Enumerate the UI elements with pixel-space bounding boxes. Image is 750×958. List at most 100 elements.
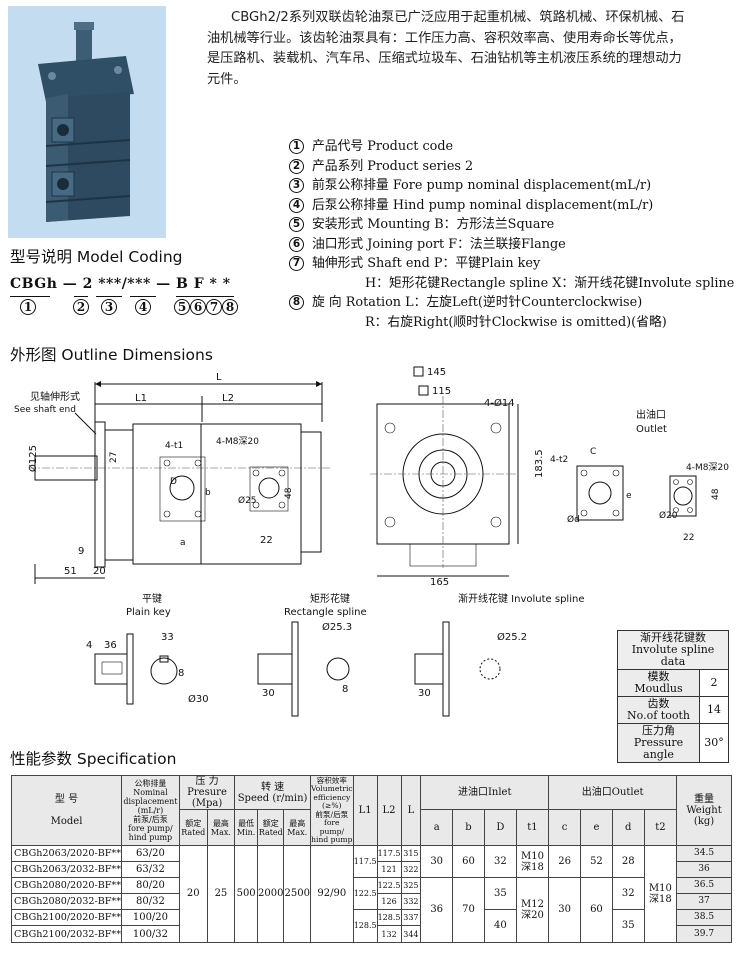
svg-text:b: b (205, 488, 211, 498)
svg-text:Ø20: Ø20 (659, 510, 678, 521)
svg-text:a: a (180, 538, 186, 548)
outline-title: 外形图 Outline Dimensions (10, 346, 213, 364)
svg-text:51: 51 (64, 566, 77, 577)
code-row: H：矩形花键Rectangle spline X：渐开线花键Involute s… (365, 275, 735, 291)
h-rated2: 额定 Rated (257, 809, 285, 846)
h-inlet: 进油口Inlet (420, 775, 550, 810)
intro-line-2: 油机械等行业。该齿轮油泵具有：工作压力高、容积效率高、使用寿命长等优点， (207, 30, 682, 46)
svg-text:C: C (590, 447, 596, 457)
code-num-3: 3 (101, 299, 117, 315)
svg-text:Plain key: Plain key (126, 607, 171, 618)
svg-text:183.5: 183.5 (534, 449, 545, 478)
svg-text:48: 48 (711, 488, 721, 500)
svg-text:30: 30 (418, 688, 431, 699)
svg-text:33: 33 (161, 632, 174, 643)
h-max2: 最高 Max. (283, 809, 311, 846)
svg-text:D: D (170, 477, 177, 487)
svg-text:Ød: Ød (567, 514, 580, 525)
svg-text:9: 9 (78, 546, 84, 557)
svg-text:Ø30: Ø30 (188, 693, 209, 705)
svg-text:Outlet: Outlet (636, 424, 667, 435)
inv-row-value: 30° (699, 723, 729, 763)
h-min: 最低 Min. (234, 809, 259, 846)
spec-title: 性能参数 Specification (10, 750, 177, 768)
svg-text:L1: L1 (135, 393, 147, 404)
svg-text:Ø125: Ø125 (27, 445, 39, 472)
inv-row-value: 2 (699, 669, 729, 697)
intro-line-3: 是压路机、装载机、汽车吊、压缩式垃圾车、石油钻机等主机液压系统的理想动力 (207, 51, 682, 66)
h-max: 最高 Max. (206, 809, 236, 846)
svg-text:4: 4 (86, 640, 92, 651)
front-view-drawing: 165 145 115 4-Ø14 183.5 (370, 366, 545, 588)
svg-text:22: 22 (260, 535, 273, 546)
svg-text:4-t1: 4-t1 (165, 441, 183, 451)
svg-text:20: 20 (93, 566, 106, 577)
svg-text:22: 22 (683, 533, 694, 543)
svg-text:见轴伸形式: 见轴伸形式 (30, 390, 80, 403)
svg-text:8: 8 (342, 684, 348, 695)
model-code-numbers: 1 2 3 4 5 6 7 8 (10, 296, 250, 319)
code-num-6: 6 (190, 299, 206, 315)
svg-text:Rectangle spline: Rectangle spline (284, 607, 367, 618)
h-L: L (400, 775, 422, 846)
outlet-drawing: 出油口 Outlet 4-t2 C e Ød 4-M8深20 Ø20 48 22 (550, 408, 729, 543)
h-rated: 额定 Rated (178, 809, 208, 846)
side-view-drawing: L L1 L2 见轴伸形式 See shaft end 4-t1 4-M8深20… (14, 372, 330, 584)
model-code-pattern: CBGh — 2 ***/*** — B F * * (10, 276, 231, 292)
plain-key-drawing: 平键 Plain key 4 36 33 8 Ø30 (86, 592, 209, 705)
svg-text:L: L (216, 372, 222, 383)
involute-spline-drawing: 渐开线花键 Involute spline Ø25.2 30 (414, 592, 584, 717)
svg-text:30: 30 (262, 688, 275, 699)
code-num-1: 1 (20, 299, 36, 315)
rectangle-spline-drawing: 矩形花键 Rectangle spline Ø25.3 30 8 (257, 592, 367, 717)
svg-text:Ø25: Ø25 (238, 495, 257, 506)
outline-drawings: L L1 L2 见轴伸形式 See shaft end 4-t1 4-M8深20… (14, 366, 729, 588)
svg-text:平键: 平键 (142, 592, 162, 605)
svg-text:48: 48 (284, 487, 294, 499)
svg-text:4-Ø14: 4-Ø14 (484, 397, 515, 409)
svg-text:Ø25.3: Ø25.3 (322, 621, 352, 633)
code-num-5: 5 (174, 299, 190, 315)
code-row: R：右旋Right(顺时针Clockwise is omitted)(省略) (365, 314, 667, 330)
svg-text:矩形花键: 矩形花键 (310, 592, 350, 605)
svg-text:27: 27 (109, 452, 119, 463)
inv-row-value: 14 (699, 696, 729, 724)
svg-text:145: 145 (427, 367, 446, 378)
svg-text:165: 165 (430, 577, 449, 588)
shaft-end-drawings: 平键 Plain key 4 36 33 8 Ø30 矩形花键 Rectangl… (86, 592, 584, 717)
h-outlet: 出油口Outlet (548, 775, 678, 810)
code-num-4: 4 (135, 299, 151, 315)
h-disp: 公称排量 Nominal displacement (mL/r) 前泵/后泵 f… (121, 775, 180, 846)
h-L2: L2 (376, 775, 402, 846)
h-L1: L1 (352, 775, 378, 846)
intro-line-4: 元件。 (207, 71, 247, 87)
svg-text:8: 8 (178, 668, 184, 679)
svg-text:4-M8深20: 4-M8深20 (686, 462, 729, 473)
svg-text:4-t2: 4-t2 (550, 455, 568, 465)
intro-line-1: CBGh2/2系列双联齿轮油泵已广泛应用于起重机械、筑路机械、环保机械、石 (231, 10, 685, 25)
code-num-7: 7 (206, 299, 222, 315)
svg-text:渐开线花键 Involute spline: 渐开线花键 Involute spline (458, 592, 584, 605)
